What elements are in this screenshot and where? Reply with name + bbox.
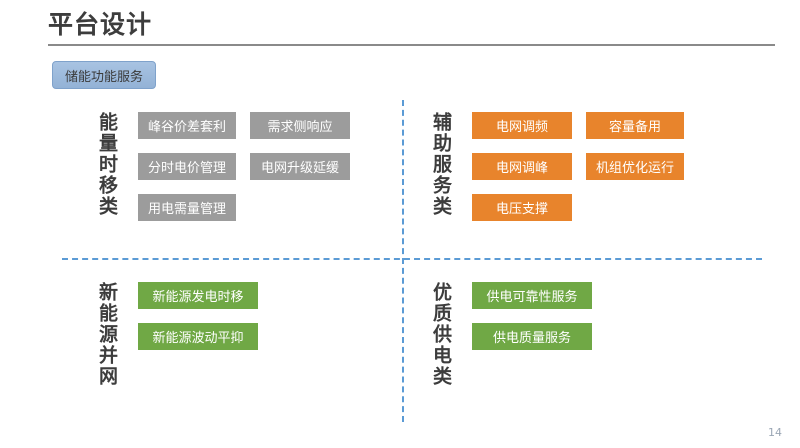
chip-column: 容量备用 机组优化运行 (586, 112, 684, 221)
chip-label: 需求侧响应 (267, 120, 333, 135)
quadrant-renewable-grid-integration: 新能源并网 新能源发电时移 新能源波动平抑 (96, 282, 258, 387)
page-number: 14 (768, 426, 782, 439)
chip-item[interactable]: 电网调频 (472, 112, 572, 139)
title-divider-rule (48, 44, 775, 46)
horizontal-dashed-divider (62, 258, 762, 260)
chip-column: 供电可靠性服务 供电质量服务 (472, 282, 592, 350)
quadrant-ancillary-services: 辅助服务类 电网调频 电网调峰 电压支撑 容量备用 机组优化运行 (430, 112, 684, 221)
chip-label: 电压支撑 (495, 202, 548, 217)
vertical-dashed-divider (402, 100, 404, 422)
chip-label: 用电需量管理 (148, 202, 227, 217)
chip-item[interactable]: 电网升级延缓 (250, 153, 350, 180)
chip-label: 新能源发电时移 (152, 290, 244, 305)
chip-label: 新能源波动平抑 (152, 331, 244, 346)
chip-item[interactable]: 容量备用 (586, 112, 684, 139)
chip-item[interactable]: 电压支撑 (472, 194, 572, 221)
chip-columns: 峰谷价差套利 分时电价管理 用电需量管理 需求侧响应 电网升级延缓 (138, 112, 350, 221)
chip-item[interactable]: 分时电价管理 (138, 153, 236, 180)
quadrant-label-energy-shift: 能量时移类 (96, 112, 118, 217)
quadrant-power-quality: 优质供电类 供电可靠性服务 供电质量服务 (430, 282, 592, 387)
chip-columns: 供电可靠性服务 供电质量服务 (472, 282, 592, 350)
chip-item[interactable]: 峰谷价差套利 (138, 112, 236, 139)
quadrant-label-ancillary-services: 辅助服务类 (430, 112, 452, 217)
chip-label: 电网升级延缓 (260, 161, 339, 176)
chip-label: 供电可靠性服务 (486, 290, 578, 305)
chip-item[interactable]: 供电可靠性服务 (472, 282, 592, 309)
chip-item[interactable]: 机组优化运行 (586, 153, 684, 180)
chip-column: 新能源发电时移 新能源波动平抑 (138, 282, 258, 350)
chip-columns: 新能源发电时移 新能源波动平抑 (138, 282, 258, 350)
page-title: 平台设计 (48, 10, 153, 39)
chip-item[interactable]: 电网调峰 (472, 153, 572, 180)
chip-label: 电网调峰 (495, 161, 548, 176)
chip-label: 峰谷价差套利 (148, 120, 227, 135)
chip-label: 电网调频 (495, 120, 548, 135)
chip-item[interactable]: 用电需量管理 (138, 194, 236, 221)
chip-column: 需求侧响应 电网升级延缓 (250, 112, 350, 221)
chip-column: 电网调频 电网调峰 电压支撑 (472, 112, 572, 221)
quadrant-label-power-quality: 优质供电类 (430, 282, 452, 387)
chip-item[interactable]: 新能源发电时移 (138, 282, 258, 309)
chip-label: 分时电价管理 (148, 161, 227, 176)
chip-columns: 电网调频 电网调峰 电压支撑 容量备用 机组优化运行 (472, 112, 684, 221)
quadrant-label-renewable-grid-integration: 新能源并网 (96, 282, 118, 387)
chip-item[interactable]: 新能源波动平抑 (138, 323, 258, 350)
chip-item[interactable]: 供电质量服务 (472, 323, 592, 350)
chip-item[interactable]: 需求侧响应 (250, 112, 350, 139)
chip-column: 峰谷价差套利 分时电价管理 用电需量管理 (138, 112, 236, 221)
chip-label: 供电质量服务 (492, 331, 571, 346)
chip-label: 机组优化运行 (596, 161, 675, 176)
section-badge-storage-services[interactable]: 储能功能服务 (52, 61, 156, 89)
quadrant-energy-shift: 能量时移类 峰谷价差套利 分时电价管理 用电需量管理 需求侧响应 电网升级延缓 (96, 112, 350, 221)
chip-label: 容量备用 (608, 120, 661, 135)
section-badge-label: 储能功能服务 (64, 69, 143, 85)
